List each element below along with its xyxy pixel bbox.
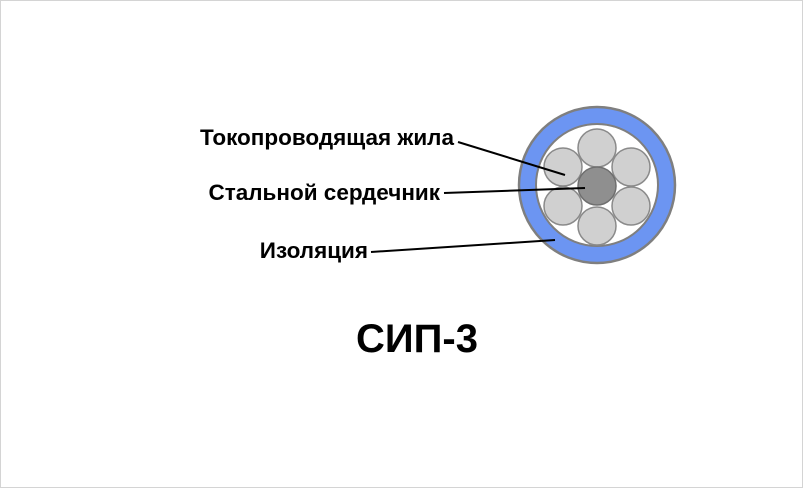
cable-cross-section: [517, 105, 677, 265]
insulation-leader-line: [370, 239, 556, 253]
core-leader-line: [443, 187, 586, 194]
conductor-wire: [611, 147, 651, 187]
conductor-wire: [577, 128, 617, 168]
conductor-label: Токопроводящая жила: [200, 125, 454, 150]
conductor-wire: [611, 186, 651, 226]
conductor-wire: [543, 147, 583, 187]
conductor-wire: [577, 206, 617, 246]
insulation-label: Изоляция: [260, 238, 368, 263]
core-label: Стальной сердечник: [208, 180, 440, 205]
conductor-leader-line: [457, 141, 566, 176]
conductor-wire: [543, 186, 583, 226]
steel-core: [577, 166, 617, 206]
diagram-title: СИП-3: [356, 317, 478, 361]
leader-lines: [370, 141, 586, 253]
